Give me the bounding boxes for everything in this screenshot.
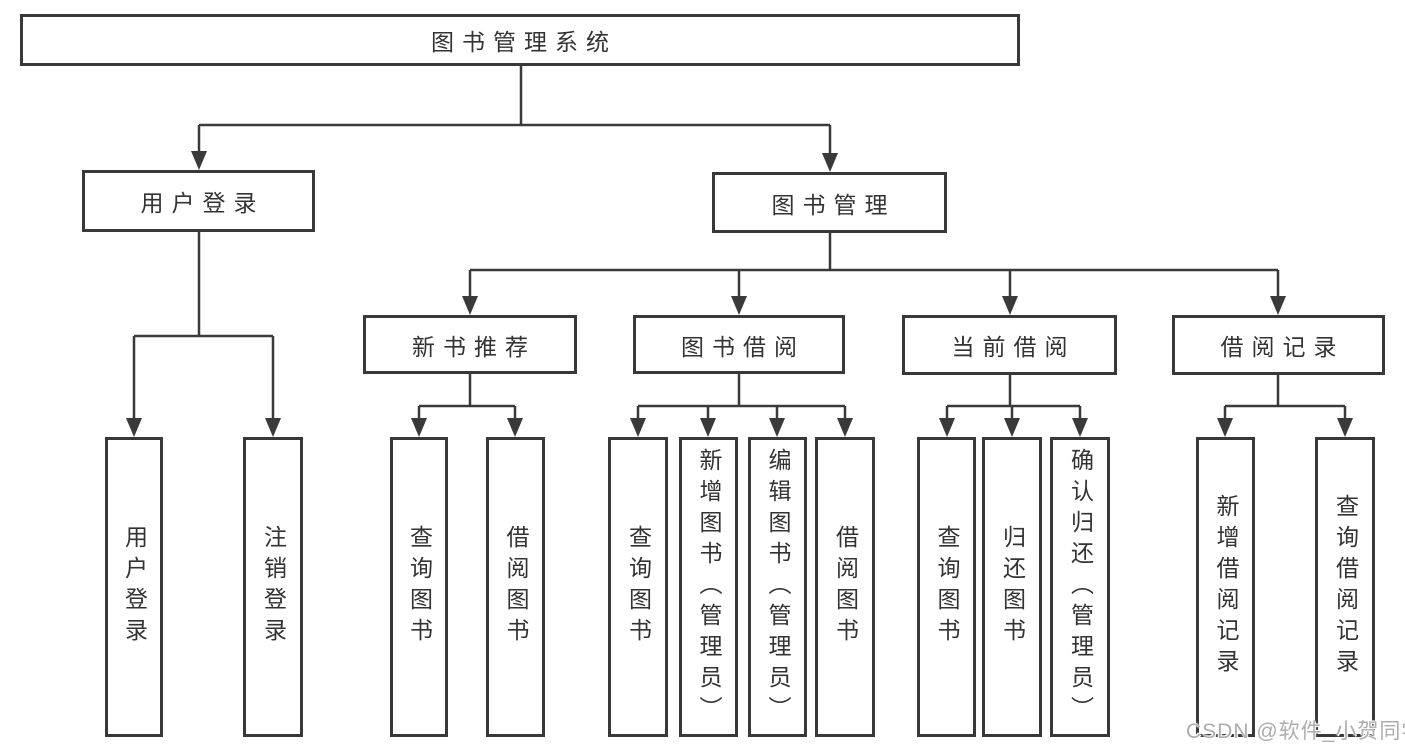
- leaf-borrow-books-recommend-label: 借阅图书: [503, 525, 529, 649]
- node-borrow-records-label: 借阅记录: [1220, 334, 1345, 360]
- node-new-book-recommend: 新书推荐: [363, 315, 577, 374]
- leaf-user-login: 用户登录: [105, 437, 163, 737]
- node-current-borrow: 当前借阅: [902, 315, 1117, 375]
- node-book-management-label: 图书管理: [771, 191, 896, 218]
- leaf-borrow-books-borrow: 借阅图书: [815, 437, 875, 737]
- leaf-query-books-current: 查询图书: [917, 437, 976, 737]
- leaf-logout: 注销登录: [243, 437, 303, 737]
- csdn-watermark: CSDN @软件_小贺同学: [1186, 720, 1405, 743]
- leaf-confirm-return-admin-label: 确认归还（管理员）: [1067, 447, 1094, 727]
- leaf-add-borrow-record-label: 新增借阅记录: [1213, 494, 1239, 680]
- node-new-book-recommend-label: 新书推荐: [412, 333, 536, 360]
- leaf-query-borrow-record: 查询借阅记录: [1315, 437, 1375, 737]
- leaf-user-login-label: 用户登录: [121, 525, 148, 649]
- node-book-borrow-label: 图书借阅: [681, 333, 805, 360]
- leaf-logout-label: 注销登录: [260, 525, 287, 649]
- leaf-query-books-recommend-label: 查询图书: [406, 525, 433, 649]
- leaf-edit-book-admin-label: 编辑图书（管理员）: [765, 447, 791, 727]
- leaf-query-books-borrow: 查询图书: [608, 437, 668, 737]
- node-user-login-label: 用户登录: [140, 190, 265, 216]
- node-root-label: 图书管理系统: [431, 29, 617, 55]
- leaf-return-book-label: 归还图书: [999, 525, 1026, 649]
- leaf-add-borrow-record: 新增借阅记录: [1196, 437, 1255, 737]
- leaf-query-books-borrow-label: 查询图书: [625, 525, 652, 649]
- node-user-login: 用户登录: [82, 170, 315, 232]
- node-root: 图书管理系统: [20, 14, 1020, 66]
- leaf-borrow-books-recommend: 借阅图书: [486, 437, 545, 737]
- leaf-confirm-return-admin: 确认归还（管理员）: [1050, 437, 1110, 737]
- leaf-edit-book-admin: 编辑图书（管理员）: [748, 437, 807, 737]
- leaf-query-books-current-label: 查询图书: [934, 525, 960, 649]
- node-book-management: 图书管理: [712, 172, 947, 233]
- node-current-borrow-label: 当前借阅: [951, 334, 1076, 360]
- leaf-query-borrow-record-label: 查询借阅记录: [1332, 494, 1359, 680]
- leaf-borrow-books-borrow-label: 借阅图书: [832, 525, 859, 649]
- leaf-add-book-admin-label: 新增图书（管理员）: [696, 447, 722, 727]
- leaf-query-books-recommend: 查询图书: [390, 437, 448, 737]
- node-book-borrow: 图书借阅: [633, 315, 845, 374]
- node-borrow-records: 借阅记录: [1172, 315, 1385, 375]
- leaf-add-book-admin: 新增图书（管理员）: [679, 437, 738, 737]
- leaf-return-book: 归还图书: [982, 437, 1042, 737]
